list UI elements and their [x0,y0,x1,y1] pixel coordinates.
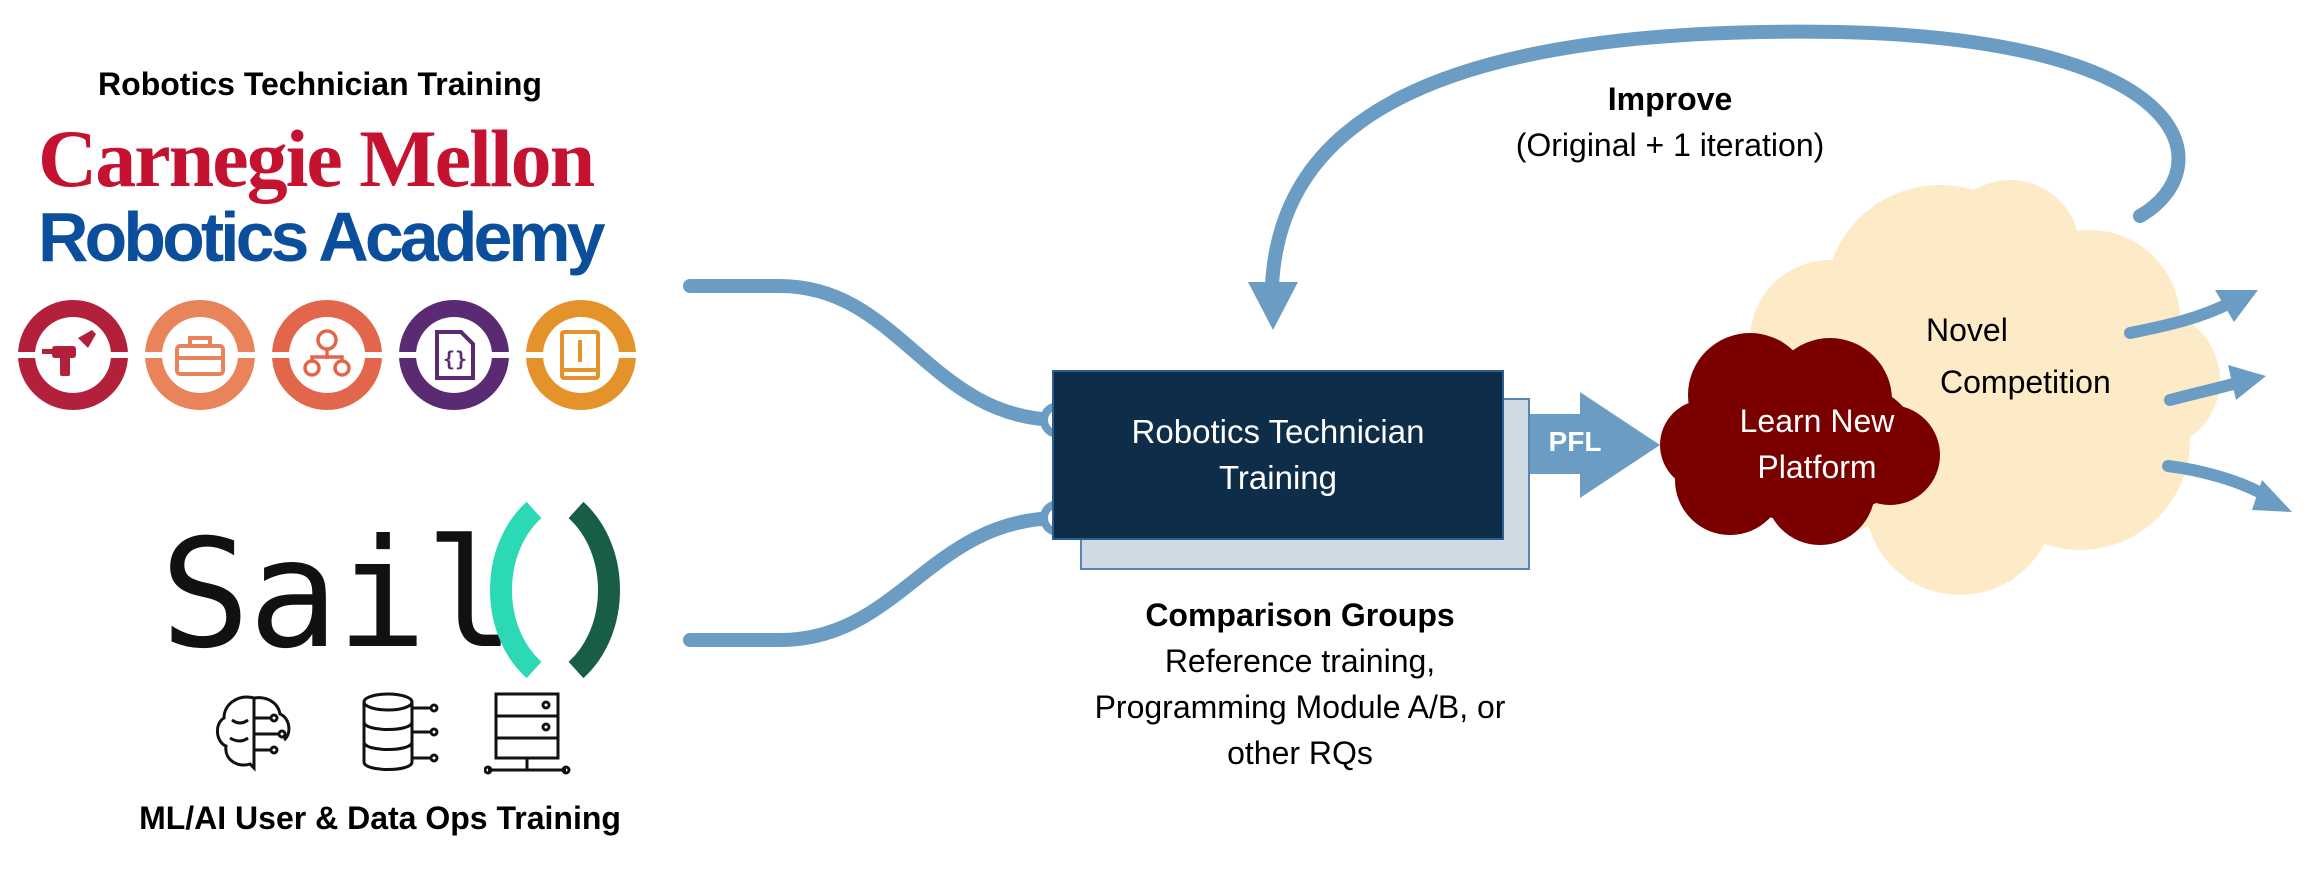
cmu-logo-line2: Robotics Academy [38,198,606,276]
sail-logo-text: Sail [160,508,515,682]
novel-line2: Competition [1940,364,2111,400]
improve-title: Improve [1607,81,1733,117]
learn-new-platform-label: Learn New Platform [1682,398,1952,490]
improve-label: Improve (Original + 1 iteration) [1470,76,1870,168]
cmu-robotics-academy-logo: Carnegie Mellon Robotics Academy [38,113,638,276]
novel-competition-label: Novel Competition [1910,304,2210,408]
drill-wrench-icon [42,330,96,376]
connector-top [683,279,1067,427]
toolbox-icon [175,336,225,376]
robotics-integration-badge [526,300,636,410]
robotics-training-heading: Robotics Technician Training [98,66,542,102]
training-box-label: Robotics Technician Training [1131,413,1425,496]
sail-logo-parentheses [490,501,620,679]
cmu-logo-line1: Carnegie Mellon [38,113,595,204]
electrical-badge [272,300,382,410]
mechanical-badge [145,300,255,410]
circuit-icon [303,329,351,377]
database-icon [362,692,439,771]
software-badge: {} [399,300,509,410]
fabrication-badge [18,300,128,410]
improve-arc [1265,24,2186,292]
pfl-label: PFL [1548,426,1602,457]
novel-line1: Novel [1926,312,2008,348]
learn-line1: Learn New [1739,403,1895,439]
output-arrow-3 [2162,460,2276,504]
improve-arrowhead [1248,282,1298,330]
code-file-icon: {} [435,330,475,380]
robotics-technician-training-box: Robotics Technician Training [1052,370,1504,540]
comparison-title: Comparison Groups [1145,597,1455,633]
robot-manual-icon [560,330,600,380]
brain-circuit-icon [216,695,291,772]
improve-subtitle: (Original + 1 iteration) [1515,127,1825,163]
comparison-line3: other RQs [1227,735,1373,771]
comparison-groups: Comparison Groups Reference training, Pr… [1020,592,1580,776]
learn-line2: Platform [1757,449,1877,485]
svg-text:{}: {} [443,347,467,371]
output-arrow-1 [2124,297,2236,339]
comparison-line1: Reference training, [1164,643,1436,679]
ml-ai-training-heading: ML/AI User & Data Ops Training [139,800,621,836]
connector-bottom [683,511,1067,647]
server-icon [484,692,571,775]
learn-new-platform-cloud [1660,333,1940,545]
comparison-line2: Programming Module A/B, or [1094,689,1506,725]
pfl-arrow [1518,392,1660,498]
